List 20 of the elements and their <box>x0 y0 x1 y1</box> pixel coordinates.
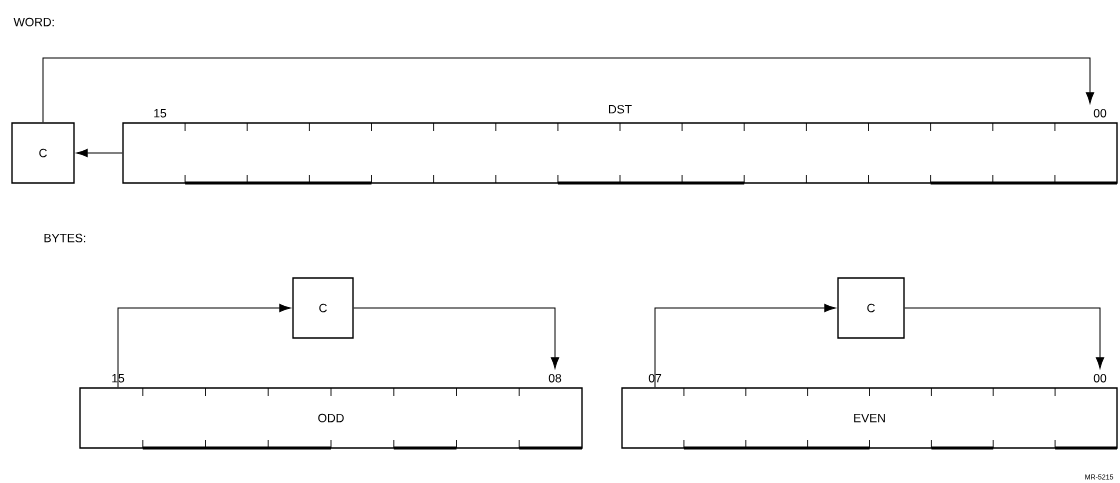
bit-number: 15 <box>112 374 125 383</box>
bit-number: 08 <box>548 374 562 383</box>
section-label: WORD: <box>13 17 54 27</box>
carry-box: C <box>11 122 75 184</box>
register-box: EVEN <box>621 387 1118 450</box>
node-label: DST <box>608 104 632 114</box>
arrow <box>76 148 123 158</box>
carry-box: C <box>292 277 354 339</box>
bit-number: 00 <box>1093 109 1107 118</box>
section-label: BYTES: <box>44 233 86 243</box>
bit-number: 15 <box>154 109 167 118</box>
carry-box: C <box>837 277 905 339</box>
arrow <box>904 307 1105 369</box>
arrow <box>117 303 291 388</box>
arrow <box>654 303 836 388</box>
arrow <box>42 57 1095 123</box>
arrow <box>353 307 560 369</box>
bit-number: 07 <box>648 374 662 383</box>
bit-number: 00 <box>1093 374 1107 383</box>
register-box: ODD <box>79 387 583 450</box>
